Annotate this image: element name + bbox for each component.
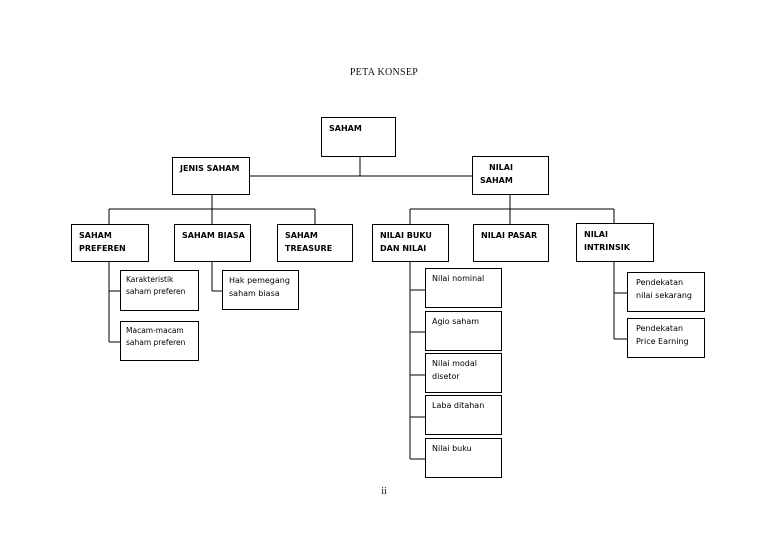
node-macam-macam-label-1: Macam-macam bbox=[126, 326, 184, 335]
node-saham-preferen-label-1: SAHAM bbox=[79, 231, 112, 240]
node-saham-biasa-label: SAHAM BIASA bbox=[182, 231, 245, 240]
node-saham-preferen: SAHAM PREFEREN bbox=[71, 224, 149, 262]
node-nilai-saham-label-2: SAHAM bbox=[480, 176, 513, 185]
node-jenis-saham-label: JENIS SAHAM bbox=[180, 164, 240, 173]
node-pendekatan-nilai-sekarang-label-1: Pendekatan bbox=[636, 278, 684, 287]
node-nilai-intrinsik-label-1: NILAI bbox=[584, 230, 608, 239]
node-saham-treasure: SAHAM TREASURE bbox=[277, 224, 353, 262]
node-agio-saham-label: Agio saham bbox=[432, 317, 480, 326]
node-jenis-saham: JENIS SAHAM bbox=[172, 157, 250, 195]
node-pendekatan-nilai-sekarang: Pendekatan nilai sekarang bbox=[627, 272, 705, 312]
node-nilai-saham-label-1: NILAI bbox=[489, 163, 513, 172]
node-nilai-buku-dan-nilai: NILAI BUKU DAN NILAI bbox=[372, 224, 449, 262]
node-karakteristik-label-2: saham preferen bbox=[126, 287, 186, 296]
node-karakteristik: Karakteristik saham preferen bbox=[120, 270, 199, 311]
node-pendekatan-per-label-1: Pendekatan bbox=[636, 324, 684, 333]
node-saham-biasa: SAHAM BIASA bbox=[174, 224, 251, 262]
node-nilai-saham: NILAI SAHAM bbox=[472, 156, 549, 195]
node-laba-ditahan-label: Laba ditahan bbox=[432, 401, 485, 410]
node-pendekatan-per-label-2: Price Earning bbox=[636, 337, 689, 346]
node-hak-pemegang-label-2: saham biasa bbox=[229, 289, 280, 298]
node-nilai-nominal-label: Nilai nominal bbox=[432, 274, 485, 283]
node-laba-ditahan: Laba ditahan bbox=[425, 395, 502, 435]
node-nilai-buku-dan-nilai-label-2: DAN NILAI bbox=[380, 244, 427, 253]
page-title: PETA KONSEP bbox=[349, 67, 419, 78]
node-nilai-modal-label-2: disetor bbox=[432, 372, 460, 381]
node-nilai-intrinsik-label-2: INTRINSIK bbox=[584, 243, 630, 252]
node-hak-pemegang: Hak pemegang saham biasa bbox=[222, 270, 299, 310]
node-saham-treasure-label-1: SAHAM bbox=[285, 231, 318, 240]
node-hak-pemegang-label-1: Hak pemegang bbox=[229, 276, 290, 285]
node-nilai-buku: Nilai buku bbox=[425, 438, 502, 478]
node-nilai-buku-label: Nilai buku bbox=[432, 444, 472, 453]
node-nilai-buku-dan-nilai-label-1: NILAI BUKU bbox=[380, 231, 432, 240]
node-pendekatan-per: Pendekatan Price Earning bbox=[627, 318, 705, 358]
node-saham: SAHAM bbox=[321, 117, 396, 157]
node-macam-macam: Macam-macam saham preferen bbox=[120, 321, 199, 361]
node-agio-saham: Agio saham bbox=[425, 311, 502, 351]
node-nilai-modal: Nilai modal disetor bbox=[425, 353, 502, 393]
node-macam-macam-label-2: saham preferen bbox=[126, 338, 186, 347]
node-nilai-modal-label-1: Nilai modal bbox=[432, 359, 477, 368]
node-saham-preferen-label-2: PREFEREN bbox=[79, 244, 126, 253]
node-karakteristik-label-1: Karakteristik bbox=[126, 275, 174, 284]
node-saham-treasure-label-2: TREASURE bbox=[285, 244, 333, 253]
node-saham-label: SAHAM bbox=[329, 124, 362, 133]
node-nilai-intrinsik: NILAI INTRINSIK bbox=[576, 223, 654, 262]
node-nilai-nominal: Nilai nominal bbox=[425, 268, 502, 308]
node-pendekatan-nilai-sekarang-label-2: nilai sekarang bbox=[636, 291, 693, 300]
page-number: ii bbox=[381, 486, 387, 497]
node-nilai-pasar-label: NILAI PASAR bbox=[481, 231, 538, 240]
node-nilai-pasar: NILAI PASAR bbox=[473, 224, 549, 262]
